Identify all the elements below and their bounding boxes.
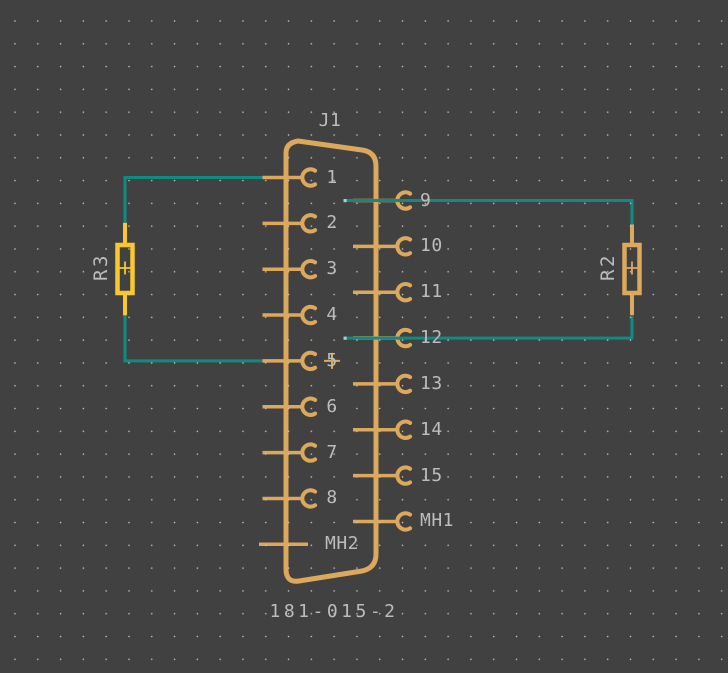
pin-label-7: 7 xyxy=(326,441,338,463)
connector-reference-label[interactable]: J1 xyxy=(318,110,342,131)
pin-label-12: 12 xyxy=(420,327,443,349)
pin-label-10: 10 xyxy=(420,235,443,257)
pin-label-8: 8 xyxy=(326,487,338,509)
pin-label-11: 11 xyxy=(420,281,443,303)
pin-label-15: 15 xyxy=(420,464,443,486)
resistor-r3-reference-label[interactable]: R3 xyxy=(90,253,112,281)
pin-label-2: 2 xyxy=(326,212,338,234)
resistor-r2-reference-label[interactable]: R2 xyxy=(597,253,619,281)
pin-label-1: 1 xyxy=(326,166,338,188)
pin-label-6: 6 xyxy=(326,395,338,417)
pin-label-4: 4 xyxy=(326,304,338,326)
pin-label-14: 14 xyxy=(420,418,443,440)
pin-label-5: 5 xyxy=(326,349,338,371)
pin-label-mh2: MH2 xyxy=(325,533,360,555)
pin-label-13: 13 xyxy=(420,372,443,394)
pin-label-9: 9 xyxy=(420,189,432,211)
connector-value-label[interactable]: 181-015-2 xyxy=(269,601,399,622)
pin-label-3: 3 xyxy=(326,258,338,280)
pin-label-mh1: MH1 xyxy=(420,510,455,532)
